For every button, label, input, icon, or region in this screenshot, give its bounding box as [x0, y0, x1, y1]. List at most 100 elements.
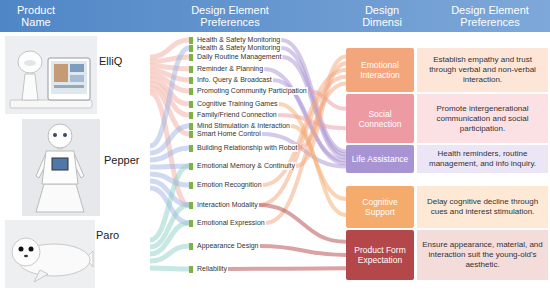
chest-tablet: [52, 158, 68, 170]
photo-ground: [5, 220, 95, 288]
node-text: Reliability: [196, 265, 228, 273]
screen-photo: [54, 64, 68, 82]
header-band: [0, 0, 550, 32]
preference-item: Smart Home Control: [189, 130, 262, 138]
preference-bar: [189, 163, 193, 170]
preference-bar: [189, 54, 193, 61]
photo-ground: [5, 36, 97, 114]
preference-bar: [189, 220, 193, 227]
elliq-illustration: [5, 36, 97, 114]
screen-tile: [70, 75, 84, 82]
preference-item: Mind Stimulation & Interaction: [189, 122, 291, 130]
preference-bar: [189, 88, 193, 95]
preference-bar: [189, 202, 193, 209]
node-text: Appearance Design: [196, 242, 260, 250]
preference-item: Interaction Modality: [189, 201, 259, 209]
photo-ground: [22, 119, 100, 216]
preference-item: Family/Friend Connection: [189, 111, 278, 119]
node-text: Life Assistance: [352, 154, 409, 164]
flow-ribbon: [150, 57, 189, 62]
preference-bar: [189, 123, 193, 130]
flow-ribbon: [150, 148, 189, 160]
preference-item: Info. Query & Broadcast: [189, 76, 273, 84]
robot-head: [18, 51, 42, 73]
node-text: Emotional Memory & Continuity: [196, 162, 296, 170]
flow-ribbon: [259, 205, 346, 242]
preference-item: Appearance Design: [189, 242, 260, 250]
description-box: Ensure appearance, material, and interac…: [417, 230, 548, 280]
flow-ribbon: [259, 77, 346, 205]
flow-ribbon: [228, 266, 346, 271]
description-box: Promote intergenerational communication …: [417, 94, 548, 143]
preference-item: Cognitive Training Games: [189, 100, 279, 108]
seal-nose: [24, 255, 28, 257]
robot-eye: [53, 133, 57, 137]
screen-bar: [54, 85, 84, 88]
preference-bar: [189, 182, 193, 189]
screen-tile: [70, 64, 84, 72]
node-text: Health reminders, routine management, an…: [422, 149, 543, 169]
seal-head: [12, 238, 40, 266]
column-header: Design Dimensi: [350, 2, 414, 30]
node-text: Cognitive Support: [349, 197, 411, 217]
flow-ribbon: [150, 268, 189, 269]
paro-illustration: [5, 220, 95, 288]
node-text: ElliQ: [99, 55, 150, 68]
product-entry: Paro: [3, 219, 150, 289]
node-text: Promote intergenerational communication …: [422, 104, 543, 134]
preference-bar: [189, 45, 193, 52]
robot-light: [24, 60, 36, 66]
tablet-screen: [51, 61, 87, 94]
flow-ribbon: [150, 205, 189, 247]
node-text: Paro: [96, 229, 150, 242]
node-text: Cognitive Training Games: [196, 100, 279, 108]
table-edge: [10, 100, 92, 108]
node-text: Health & Safety Monitoring: [196, 44, 281, 52]
preference-item: Promoting Community Participation: [189, 87, 308, 95]
dimension-box: Cognitive Support: [346, 186, 414, 228]
robot-torso: [42, 151, 78, 184]
preference-item: Health & Safety Monitoring: [189, 44, 281, 52]
preference-item: Reliability: [189, 265, 228, 273]
robot-body: [22, 74, 38, 100]
node-text: Interaction Modality: [196, 201, 259, 209]
description-box: Establish empathy and trust through verb…: [417, 48, 548, 92]
preference-bar: [189, 243, 193, 250]
node-text: Daily Routine Management: [196, 53, 282, 61]
column-header: Design Element Preferences: [440, 2, 540, 30]
preference-item: Emotional Memory & Continuity: [189, 162, 296, 170]
dimension-box: Life Assistance: [346, 145, 414, 173]
node-text: Smart Home Control: [196, 130, 262, 138]
dimension-box: Emotional Interaction: [346, 48, 414, 92]
node-text: Establish empathy and trust through verb…: [422, 55, 543, 85]
preference-item: Reminder & Planning: [189, 65, 264, 73]
description-box: Delay cognitive decline through cues and…: [417, 186, 548, 228]
node-text: Delay cognitive decline through cues and…: [422, 197, 543, 217]
description-box: Health reminders, routine management, an…: [417, 145, 548, 173]
preference-bar: [189, 77, 193, 84]
preference-bar: [189, 266, 193, 273]
node-text: Ensure appearance, material, and interac…: [422, 240, 543, 270]
preference-bar: [189, 131, 193, 138]
tablet: [48, 58, 90, 100]
preference-item: Health & Safety Monitoring: [189, 36, 281, 44]
column-header: Product Name: [6, 2, 66, 30]
preference-item: Daily Routine Management: [189, 53, 282, 61]
node-text: Info. Query & Broadcast: [196, 76, 273, 84]
seal-flipper: [34, 270, 48, 282]
preference-item: Emotion Recognition: [189, 181, 263, 189]
node-text: Health & Safety Monitoring: [196, 36, 281, 44]
column-header: Design Element Preferences: [180, 2, 280, 30]
preference-item: Building Relationship with Robot: [189, 144, 298, 152]
preference-item: Emotional Expression: [189, 219, 266, 227]
node-text: Emotional Expression: [196, 219, 266, 227]
node-text: Family/Friend Connection: [196, 111, 278, 119]
node-text: Emotional Interaction: [349, 60, 411, 80]
seal-eye: [19, 247, 24, 252]
preference-bar: [189, 112, 193, 119]
node-text: Product Form Expectation: [349, 245, 411, 265]
dimension-box: Product Form Expectation: [346, 230, 414, 280]
node-text: Emotion Recognition: [196, 181, 263, 189]
robot-head: [48, 124, 72, 148]
